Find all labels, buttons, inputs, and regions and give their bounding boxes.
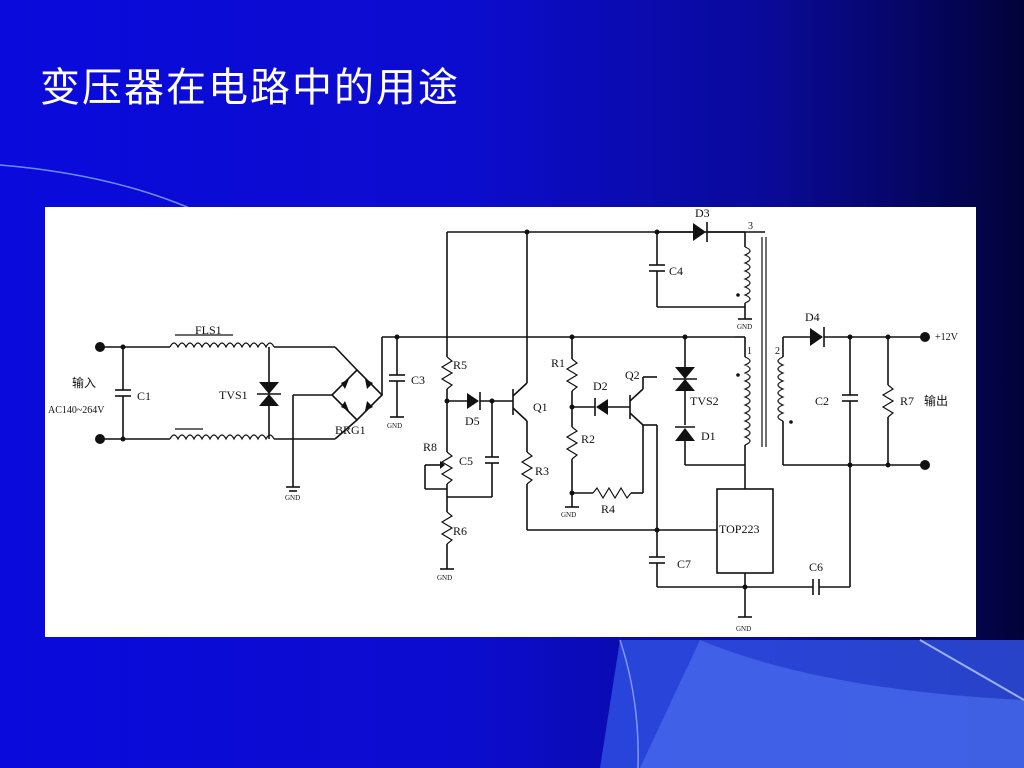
- d1-diode: [675, 426, 745, 466]
- tvs1-label: TVS1: [219, 388, 248, 402]
- c6-capacitor: [745, 465, 851, 595]
- r1-label: R1: [551, 356, 565, 370]
- gnd-label-c3: GND: [387, 422, 402, 430]
- output-terminals: [783, 332, 930, 470]
- r1-resistor: [565, 334, 579, 427]
- d5-diode: [447, 392, 513, 410]
- c1-capacitor: [115, 347, 131, 439]
- q1-label: Q1: [533, 400, 548, 414]
- input-label: 输入: [72, 375, 96, 390]
- gnd-symbol-bridge: [286, 486, 300, 492]
- r2-label: R2: [581, 432, 595, 446]
- input-voltage: AC140~264V: [48, 405, 105, 416]
- q2-label: Q2: [625, 368, 640, 382]
- d3-diode: [657, 222, 745, 242]
- r8-label: R8: [423, 440, 437, 454]
- tvs2-diode: [673, 334, 697, 425]
- r6-label: R6: [453, 524, 467, 538]
- gnd-label-top223: GND: [736, 625, 751, 633]
- c2-capacitor: [842, 334, 858, 465]
- pin1-label: 1: [747, 346, 752, 357]
- r7-resistor: [881, 334, 895, 465]
- pin2-label: 2: [775, 346, 780, 357]
- top223-label: TOP223: [719, 522, 759, 536]
- q2-transistor: [629, 376, 658, 530]
- circuit-schematic: 输入 AC140~264V C1 FLS1 TVS1: [45, 207, 976, 637]
- top223-chip: [716, 465, 774, 618]
- r8-potentiometer: [424, 451, 454, 490]
- c5-label: C5: [459, 454, 473, 468]
- output-voltage: +12V: [935, 332, 959, 343]
- d4-diode: [783, 327, 925, 347]
- r5-resistor: [440, 232, 454, 452]
- gnd-label-bridge: GND: [285, 494, 300, 502]
- r4-label: R4: [601, 502, 615, 516]
- fls1-label: FLS1: [195, 323, 222, 337]
- c4-label: C4: [669, 264, 683, 278]
- tvs1-diode: [257, 347, 281, 439]
- r7-label: R7: [900, 394, 914, 408]
- gnd-label-r2: GND: [561, 511, 576, 519]
- c4-capacitor: [649, 232, 745, 308]
- slide-title: 变压器在电路中的用途: [40, 65, 460, 111]
- c3-capacitor: [389, 334, 405, 418]
- r6-resistor: [440, 484, 454, 570]
- d1-label: D1: [701, 429, 716, 443]
- q1-transistor: [512, 232, 528, 452]
- tvs2-label: TVS2: [690, 394, 719, 408]
- d5-label: D5: [465, 414, 480, 428]
- c6-label: C6: [809, 560, 823, 574]
- pin3-label: 3: [748, 221, 753, 232]
- brg1-bridge: [292, 336, 735, 487]
- r3-resistor: [520, 451, 717, 531]
- output-label: 输出: [924, 393, 948, 408]
- d3-label: D3: [695, 207, 710, 220]
- brg1-label: BRG1: [335, 423, 366, 437]
- transformer: [735, 232, 793, 465]
- gnd-label-transformer: GND: [737, 323, 752, 331]
- gnd-label-r6: GND: [437, 574, 452, 582]
- r2-resistor: [565, 426, 579, 508]
- c7-label: C7: [677, 557, 691, 571]
- c1-label: C1: [137, 389, 151, 403]
- r4-resistor: [572, 425, 644, 500]
- c3-label: C3: [411, 373, 425, 387]
- c5-capacitor: [447, 401, 499, 498]
- input-terminals: [95, 342, 170, 444]
- d2-diode: [572, 398, 630, 416]
- d4-label: D4: [805, 310, 820, 324]
- r5-label: R5: [453, 358, 467, 372]
- d2-label: D2: [593, 379, 608, 393]
- c7-capacitor: [649, 530, 745, 588]
- c2-label: C2: [815, 394, 829, 408]
- fls1-choke: [169, 334, 335, 441]
- r3-label: R3: [535, 464, 549, 478]
